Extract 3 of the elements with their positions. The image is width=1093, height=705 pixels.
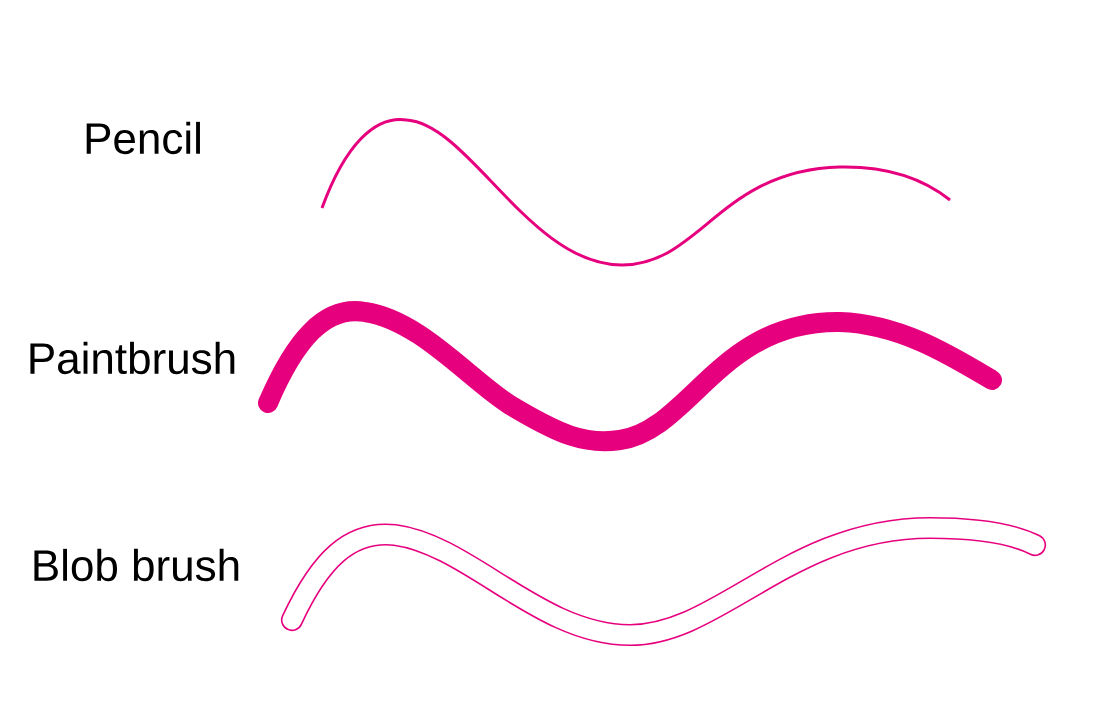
tool-label: Pencil	[86, 121, 200, 155]
tool-label: Blob brush	[34, 548, 239, 582]
tool-label: Paintbrush	[30, 341, 235, 375]
